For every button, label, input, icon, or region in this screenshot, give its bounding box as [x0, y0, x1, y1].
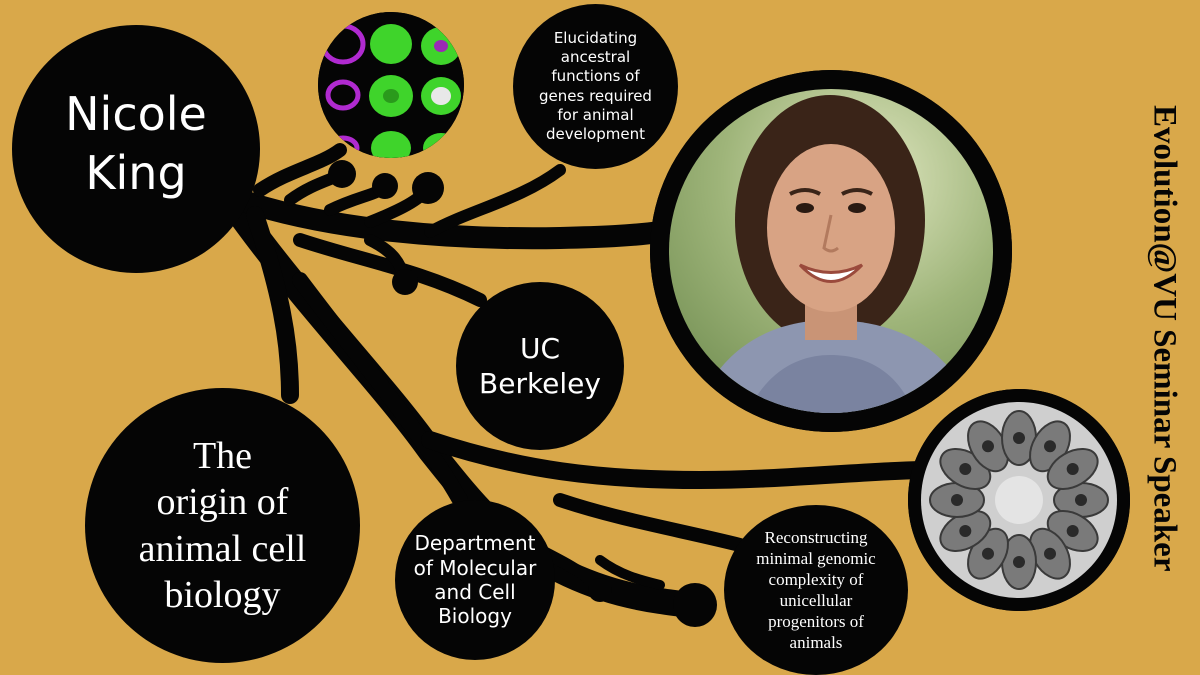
em-cell-nucleus — [982, 547, 994, 560]
research-genomic-text: Reconstructing minimal genomic complexit… — [756, 527, 876, 653]
electron-micrograph-bubble — [908, 389, 1130, 611]
em-cell-nucleus — [1044, 440, 1056, 453]
speaker-name: Nicole King — [65, 87, 207, 200]
em-cell-nucleus — [1066, 525, 1079, 537]
em-cell-nucleus — [1075, 494, 1087, 506]
em-cell-nucleus — [1013, 432, 1025, 444]
institution-bubble: UC Berkeley — [456, 282, 624, 450]
speaker-photo — [650, 70, 1012, 432]
em-cell-nucleus — [1066, 463, 1079, 475]
department-text: Department of Molecular and Cell Biology — [413, 531, 537, 629]
series-title: Evolution@VU Seminar Speaker — [1146, 104, 1183, 572]
research-genes-text: Elucidating ancestral functions of genes… — [539, 28, 652, 143]
em-cell-nucleus — [951, 494, 963, 506]
talk-title-bubble: The origin of animal cell biology — [85, 388, 360, 663]
speaker-photo-frame — [650, 70, 1012, 432]
speaker-name-bubble: Nicole King — [12, 25, 260, 273]
fluorescent-cells-image — [318, 12, 464, 158]
em-cell-nucleus — [959, 463, 972, 475]
research-genomic-bubble: Reconstructing minimal genomic complexit… — [724, 505, 908, 675]
em-cell-nucleus — [1044, 547, 1056, 560]
micrograph-bubble — [318, 12, 464, 158]
institution-text: UC Berkeley — [479, 332, 601, 400]
em-cell-nucleus — [982, 440, 994, 453]
electron-micrograph-image — [908, 389, 1130, 611]
em-cell-nucleus — [959, 525, 972, 537]
em-cell-nucleus — [1013, 556, 1025, 568]
department-bubble: Department of Molecular and Cell Biology — [395, 500, 555, 660]
talk-title: The origin of animal cell biology — [138, 434, 307, 616]
research-genes-bubble: Elucidating ancestral functions of genes… — [513, 4, 678, 169]
